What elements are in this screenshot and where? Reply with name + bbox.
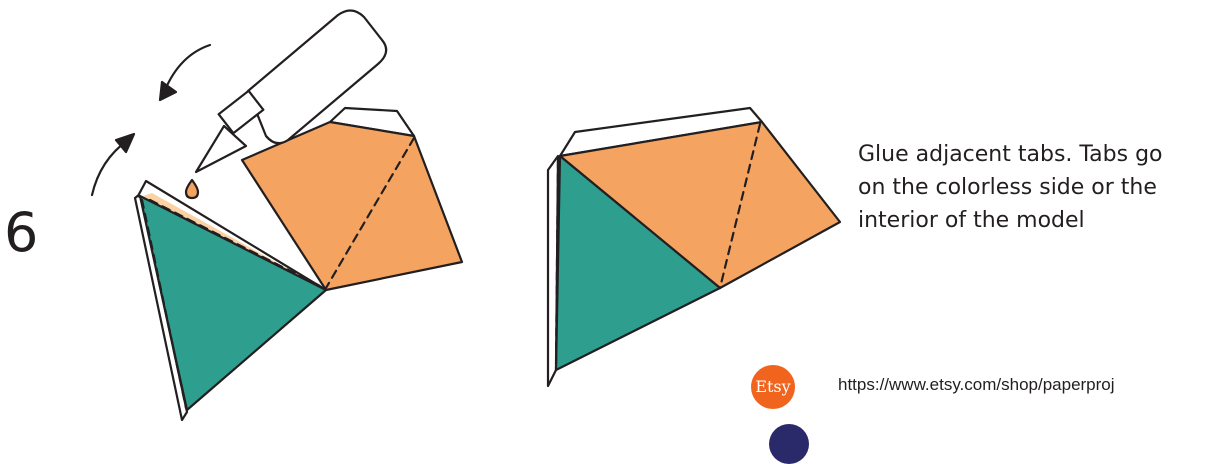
social-icon <box>769 424 809 464</box>
diagram-canvas <box>90 9 842 422</box>
rotate-arrow-icon <box>90 43 212 197</box>
orange-fold-line <box>324 136 416 290</box>
instruction-line-2: on the colorless side or the <box>858 175 1157 200</box>
glue-bottle-icon <box>194 9 388 174</box>
etsy-logo: Etsy <box>751 365 795 409</box>
instruction-line-3: interior of the model <box>858 208 1085 233</box>
instruction-line-1: Glue adjacent tabs. Tabs go <box>858 142 1163 167</box>
teal-fold-line <box>140 198 188 410</box>
left-illustration <box>90 9 464 422</box>
assembled-left-fold-line <box>554 158 560 368</box>
glue-drop-icon <box>184 178 200 200</box>
right-illustration <box>546 106 842 388</box>
teal-top-fold-line <box>148 198 322 288</box>
assembled-fold-line <box>718 122 762 290</box>
shop-url-link[interactable]: https://www.etsy.com/shop/paperproj <box>838 375 1115 394</box>
step-number: 6 <box>4 201 39 264</box>
instruction-text: Glue adjacent tabs. Tabs go on the color… <box>858 138 1216 237</box>
orange-piece <box>240 120 464 292</box>
